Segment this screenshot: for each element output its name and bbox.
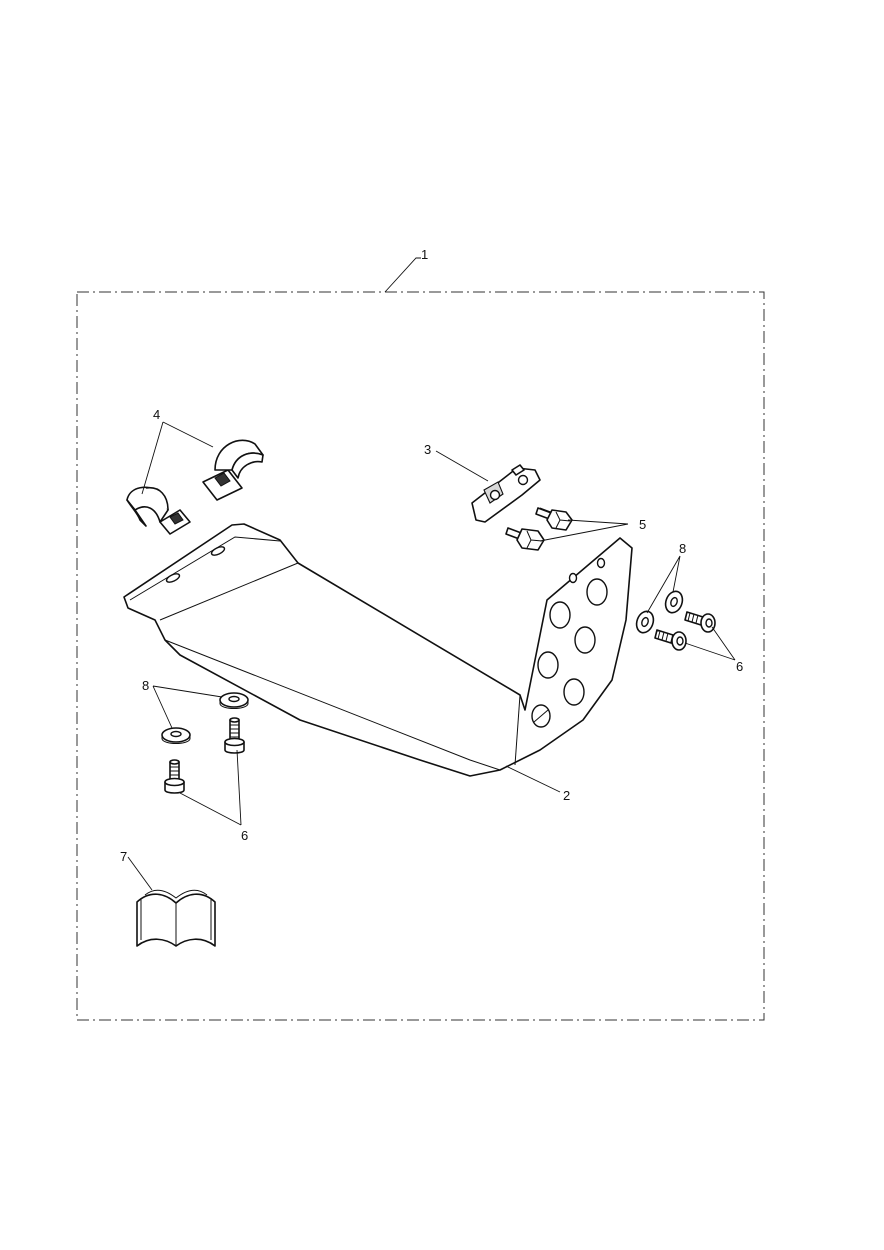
callout-4: 4	[153, 407, 160, 422]
washer-right-upper	[664, 590, 684, 614]
leader-lines	[127, 257, 736, 891]
screw-right-lower	[654, 629, 687, 651]
flange-bolt-upper	[535, 507, 573, 531]
callout-3: 3	[424, 442, 431, 457]
screw-left-lower	[164, 759, 185, 794]
kit-boundary-frame	[76, 291, 765, 1021]
washer-left-upper	[219, 692, 249, 709]
pipe-clamp-upper	[202, 439, 264, 501]
screw-right-upper	[684, 611, 716, 633]
callout-1: 1	[421, 247, 428, 262]
screw-left-upper	[224, 717, 245, 754]
callout-8-right: 8	[679, 541, 686, 556]
callout-6-left: 6	[241, 828, 248, 843]
pipe-clamp-lower	[126, 486, 191, 535]
callout-5: 5	[639, 517, 646, 532]
instruction-booklet	[136, 889, 216, 947]
washer-left-lower	[161, 727, 191, 744]
callout-2: 2	[563, 788, 570, 803]
callout-7: 7	[120, 849, 127, 864]
callout-6-right: 6	[736, 659, 743, 674]
callout-8-left: 8	[142, 678, 149, 693]
washer-right-lower	[635, 610, 655, 634]
mounting-bracket	[471, 464, 541, 523]
flange-bolt-lower	[505, 527, 545, 551]
skid-plate	[123, 523, 633, 777]
